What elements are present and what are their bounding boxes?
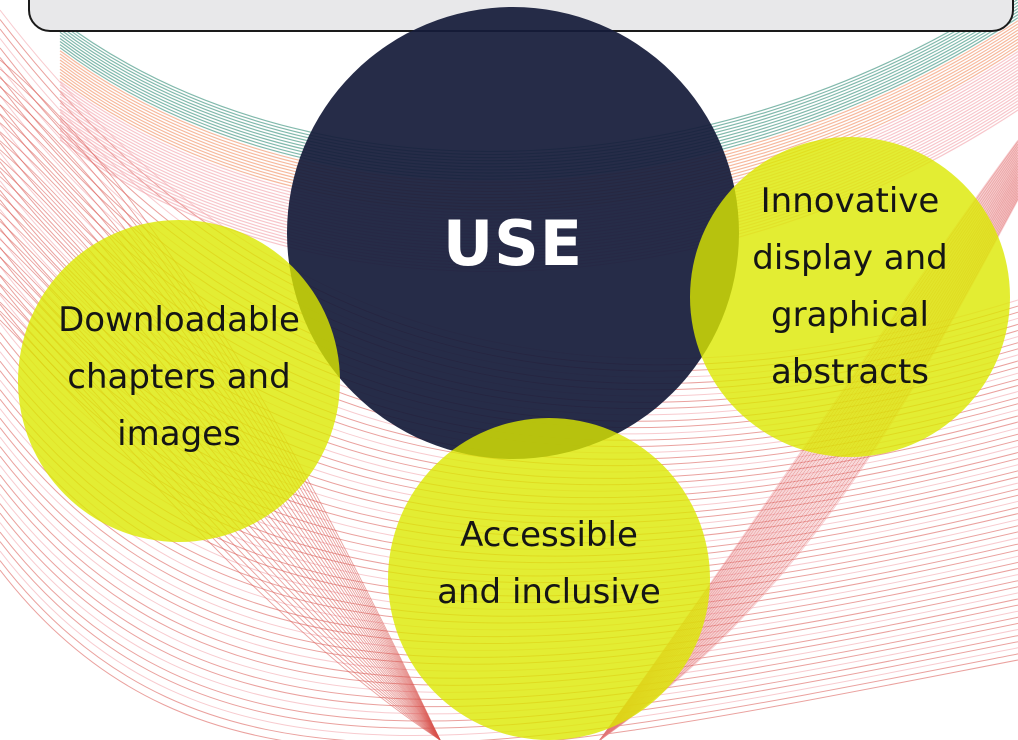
wave-line: [0, 531, 1018, 722]
downloadable-line: images: [117, 413, 241, 454]
downloadable-line: Downloadable: [58, 299, 300, 340]
wave-line: [0, 541, 1018, 729]
accessible-circle: Accessible and inclusive: [388, 418, 710, 740]
innovative-line: display and: [752, 238, 948, 278]
innovative-line: graphical: [771, 295, 929, 335]
wave-line: [0, 512, 1018, 708]
accessible-label: Accessible and inclusive: [437, 507, 661, 621]
wave-line: [0, 465, 1018, 672]
wave-line: [0, 522, 1018, 715]
downloadable-label: Downloadable chapters and images: [58, 292, 300, 463]
wave-line: [0, 569, 1018, 740]
accessible-line: Accessible: [460, 515, 638, 555]
innovative-label: Innovative display and graphical abstrac…: [752, 173, 948, 401]
wave-line: [0, 550, 1018, 736]
downloadable-line: chapters and: [67, 356, 291, 397]
innovative-circle: Innovative display and graphical abstrac…: [690, 137, 1010, 457]
accessible-line: and inclusive: [437, 572, 661, 612]
use-title: USE: [442, 207, 584, 280]
wave-line: [0, 455, 1018, 665]
downloadable-circle: Downloadable chapters and images: [18, 220, 340, 542]
use-center-circle: USE: [287, 7, 739, 459]
innovative-line: abstracts: [770, 352, 929, 392]
wave-line: [0, 503, 1018, 700]
innovative-line: Innovative: [760, 181, 940, 221]
wave-line: [0, 560, 1018, 740]
